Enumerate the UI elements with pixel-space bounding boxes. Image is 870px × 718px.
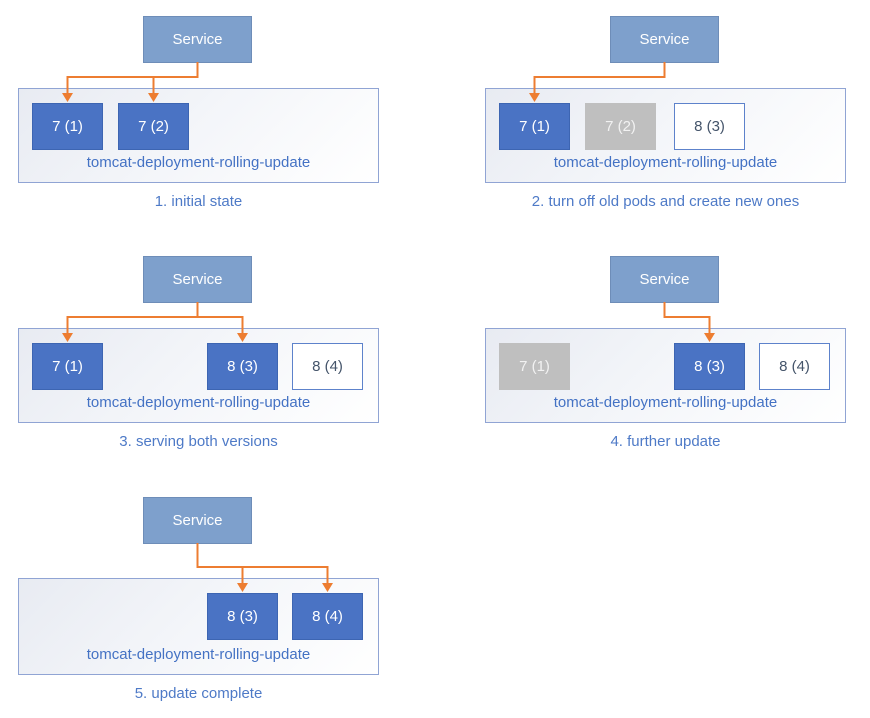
pod-active: 8 (3): [207, 343, 278, 390]
pod-label: 7 (1): [519, 358, 550, 375]
pod-label: 8 (4): [312, 358, 343, 375]
panel-caption: 5. update complete: [134, 685, 263, 702]
deployment-label: tomcat-deployment-rolling-update: [86, 646, 311, 663]
stage-panel-2: Service 7 (1) 7 (2) 8 (3) tomcat-deployment-…: [467, 0, 870, 240]
pod-label: 7 (1): [52, 358, 83, 375]
pod-active: 7 (1): [499, 103, 570, 150]
pod-label: 8 (4): [312, 608, 343, 625]
pod-label: 8 (3): [227, 358, 258, 375]
pod-label: 8 (4): [779, 358, 810, 375]
pod-active: 8 (4): [292, 593, 363, 640]
pod-active: 7 (1): [32, 103, 103, 150]
pod-new: 8 (4): [292, 343, 363, 390]
pod-active: 8 (3): [674, 343, 745, 390]
panel-caption: 4. further update: [610, 433, 721, 450]
deployment-label: tomcat-deployment-rolling-update: [553, 154, 778, 171]
pod-label: 7 (1): [519, 118, 550, 135]
pod-label: 7 (2): [138, 118, 169, 135]
pod-label: 8 (3): [227, 608, 258, 625]
panel-caption: 2. turn off old pods and create new ones: [531, 193, 800, 210]
service-label: Service: [639, 31, 690, 48]
deployment-label: tomcat-deployment-rolling-update: [86, 154, 311, 171]
service-label: Service: [172, 512, 223, 529]
service-box: Service: [143, 497, 252, 544]
service-box: Service: [143, 256, 252, 303]
pod-label: 7 (1): [52, 118, 83, 135]
stage-panel-1: Service 7 (1) 7 (2) tomcat-deployment-rolli…: [0, 0, 435, 240]
stage-panel-4: Service 7 (1) 8 (3) 8 (4) tomcat-deployment-…: [467, 240, 870, 480]
pod-new: 8 (3): [674, 103, 745, 150]
service-label: Service: [172, 271, 223, 288]
panel-caption: 1. initial state: [154, 193, 243, 210]
deployment-label: tomcat-deployment-rolling-update: [553, 394, 778, 411]
service-box: Service: [610, 16, 719, 63]
pod-label: 7 (2): [605, 118, 636, 135]
pod-active: 8 (3): [207, 593, 278, 640]
pod-label: 8 (3): [694, 358, 725, 375]
service-label: Service: [639, 271, 690, 288]
deployment-label: tomcat-deployment-rolling-update: [86, 394, 311, 411]
pod-stopped: 7 (1): [499, 343, 570, 390]
pod-active: 7 (2): [118, 103, 189, 150]
stage-panel-5: Service 8 (3) 8 (4) tomcat-deployment-rolli…: [0, 481, 435, 718]
pod-active: 7 (1): [32, 343, 103, 390]
service-label: Service: [172, 31, 223, 48]
service-box: Service: [610, 256, 719, 303]
stage-panel-3: Service 7 (1) 8 (3) 8 (4) tomcat-deployment-…: [0, 240, 435, 480]
panel-caption: 3. serving both versions: [119, 433, 278, 450]
service-box: Service: [143, 16, 252, 63]
pod-label: 8 (3): [694, 118, 725, 135]
pod-stopped: 7 (2): [585, 103, 656, 150]
pod-new: 8 (4): [759, 343, 830, 390]
